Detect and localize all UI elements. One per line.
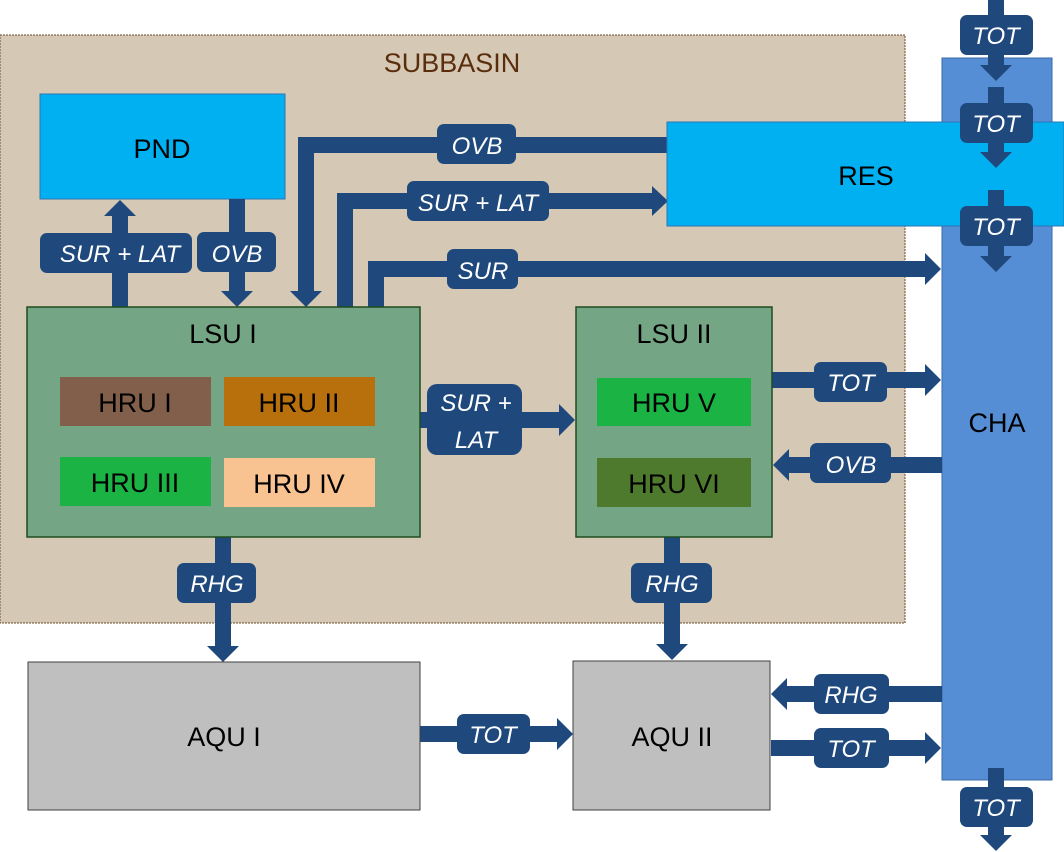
badge-pnd-lsu1	[197, 232, 276, 272]
arrow-lsu1-res-v	[337, 193, 353, 308]
flow-label-cha-out: TOT	[972, 795, 1022, 822]
arrow-lsu1-aqu1-head	[207, 646, 239, 662]
badge-lsu2-aqu2	[631, 563, 712, 603]
hru2-label: HRU II	[259, 388, 340, 418]
lsu2-label: LSU II	[636, 319, 711, 349]
arrow-res-lsu1-v	[298, 137, 314, 291]
hru5-label: HRU V	[632, 388, 716, 418]
flow-label-aqu1-aqu2: TOT	[469, 722, 519, 749]
badge-lsu1-cha	[447, 249, 518, 289]
arrow-lsu2-cha-head	[925, 364, 941, 396]
arrow-lsu2-aqu2-head	[656, 644, 688, 660]
arrow-pnd-lsu1-head	[221, 291, 253, 307]
arrow-lsu1-res-head	[652, 186, 668, 216]
badge-lsu1-res	[407, 181, 549, 221]
hru3-label: HRU III	[91, 468, 180, 498]
arrow-cha-aqu2-head	[771, 678, 787, 710]
badge-cha-lsu2	[810, 443, 891, 483]
aqu2-box	[572, 660, 771, 811]
flow-label-lsu1-aqu1: RHG	[190, 571, 243, 598]
badge-aqu1-aqu2	[457, 714, 530, 754]
aqu1-box	[27, 661, 421, 811]
badge-res-out	[960, 206, 1033, 246]
badge-lsu1-pnd	[40, 233, 192, 273]
flow-label-res-in: TOT	[972, 111, 1022, 138]
lsu1-label: LSU I	[189, 319, 257, 349]
badge-lsu2-cha	[814, 362, 887, 402]
arrow-lsu1-pnd-head	[104, 200, 136, 216]
flow-label-lsu1-res: SUR + LAT	[418, 190, 541, 217]
arrow-cha-lsu2-head	[773, 449, 789, 481]
arrow-aqu1-aqu2-head	[557, 718, 573, 750]
badge-res-in	[960, 103, 1033, 143]
arrow-res-lsu1-head	[290, 291, 322, 307]
hru4-label: HRU IV	[253, 469, 345, 499]
flow-label-lsu1-pnd: SUR + LAT	[60, 241, 183, 268]
badge-inflow	[960, 15, 1033, 55]
hru5-box	[597, 378, 751, 426]
pnd-box	[39, 93, 286, 200]
flow-label-cha-lsu2: OVB	[826, 452, 877, 479]
flow-label-lsu1-lsu2-2: LAT	[455, 427, 500, 454]
flow-label-aqu2-cha: TOT	[827, 736, 877, 763]
hru1-label: HRU I	[98, 388, 172, 418]
badge-cha-aqu2	[814, 674, 889, 714]
arrow-lsu1-lsu2-head	[559, 404, 575, 436]
flow-label-res-out: TOT	[972, 214, 1022, 241]
res-label: RES	[838, 161, 894, 191]
pnd-label: PND	[133, 134, 190, 164]
arrow-lsu1-cha-head	[925, 253, 941, 285]
flow-label-res-lsu1: OVB	[452, 133, 503, 160]
badge-cha-out	[960, 787, 1033, 827]
hru4-box	[224, 458, 375, 507]
aqu1-label: AQU I	[187, 722, 261, 752]
hru2-box	[224, 377, 375, 426]
hru3-box	[60, 457, 211, 506]
flow-label-pnd-lsu1: OVB	[212, 241, 263, 268]
aqu2-label: AQU II	[631, 722, 712, 752]
flow-label-cha-aqu2: RHG	[824, 682, 877, 709]
flow-label-lsu1-cha: SUR	[458, 258, 509, 285]
badge-lsu1-aqu1	[177, 563, 256, 603]
arrow-aqu2-cha-head	[925, 732, 941, 764]
cha-label: CHA	[968, 408, 1025, 438]
badge-lsu1-lsu2	[427, 384, 522, 455]
hru6-label: HRU VI	[628, 469, 720, 499]
hru6-box	[597, 458, 751, 507]
badge-res-lsu1	[437, 124, 516, 164]
arrow-res-out-head	[980, 256, 1012, 272]
flow-label-lsu1-lsu2-1: SUR +	[440, 390, 511, 417]
arrow-inflow-head	[980, 65, 1012, 81]
flow-label-lsu2-cha: TOT	[827, 370, 877, 397]
arrow-res-in-head-over	[980, 152, 1012, 168]
subbasin-label: SUBBASIN	[384, 48, 521, 78]
hru1-box	[60, 377, 211, 426]
flow-label-inflow: TOT	[972, 23, 1022, 50]
arrow-cha-out-head	[980, 835, 1012, 851]
flow-label-lsu2-aqu2: RHG	[645, 571, 698, 598]
badge-aqu2-cha	[814, 728, 889, 768]
